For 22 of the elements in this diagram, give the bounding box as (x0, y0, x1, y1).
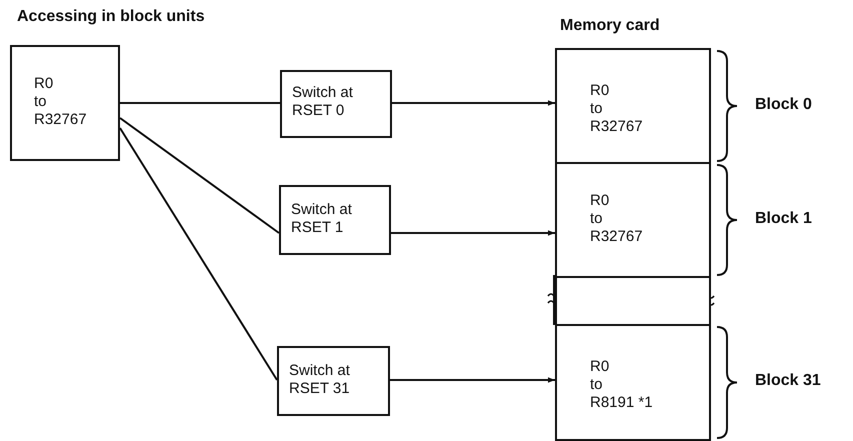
box-text: Switch at RSET 31 (289, 362, 350, 398)
connector-line (120, 102, 280, 104)
box-text: R0 to R32767 (34, 75, 87, 129)
connector-line (392, 100, 555, 106)
box-text: R0 to R8191 *1 (590, 358, 653, 412)
box-text: R0 to R32767 (590, 82, 643, 136)
column-heading: Memory card (560, 17, 660, 35)
block-label: Block 0 (755, 96, 812, 114)
connector-line (119, 117, 280, 234)
connector-line (391, 230, 555, 236)
diagram-heading: Accessing in block units (17, 8, 205, 26)
switch-box (279, 185, 391, 255)
box-text: Switch at RSET 0 (292, 84, 353, 120)
connector-line (119, 127, 278, 381)
register-range-box (10, 45, 120, 161)
switch-box (277, 346, 390, 416)
box-text: Switch at RSET 1 (291, 201, 352, 237)
switch-box (280, 70, 392, 138)
box-text: R0 to R32767 (590, 192, 643, 246)
block-label: Block 31 (755, 372, 821, 390)
block-label: Block 1 (755, 210, 812, 228)
connector-line (390, 377, 555, 383)
